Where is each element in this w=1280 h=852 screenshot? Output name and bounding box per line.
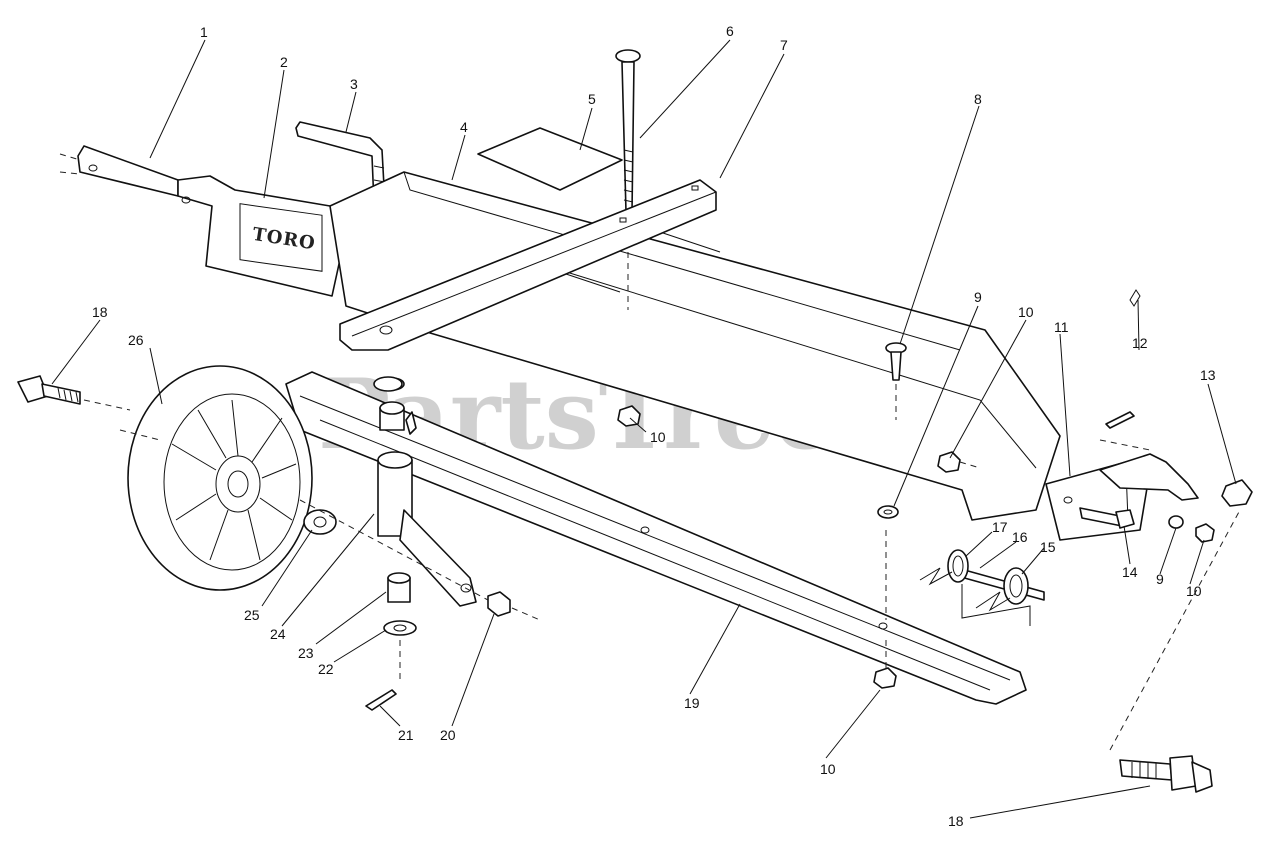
part-right-bracket <box>937 289 1253 543</box>
callout-21: 21 <box>398 727 414 743</box>
callout-13: 13 <box>1200 367 1216 383</box>
callout-10c: 10 <box>1186 583 1202 599</box>
part-axle-springs <box>919 549 1045 626</box>
callout-3: 3 <box>350 76 358 92</box>
callout-4: 4 <box>460 119 468 135</box>
callout-12: 12 <box>1132 335 1148 351</box>
part-spindle <box>377 377 477 607</box>
callout-15: 15 <box>1040 539 1056 555</box>
callout-5: 5 <box>588 91 596 107</box>
callout-20: 20 <box>440 727 456 743</box>
callout-18b: 18 <box>948 813 964 829</box>
callout-23: 23 <box>298 645 314 661</box>
part-wheel <box>119 365 313 591</box>
callout-24: 24 <box>270 626 286 642</box>
callout-25: 25 <box>244 607 260 623</box>
callout-19: 19 <box>684 695 700 711</box>
callout-10d: 10 <box>820 761 836 777</box>
part-shoulder-bolt-right <box>1109 509 1241 793</box>
callout-18a: 18 <box>92 304 108 320</box>
callout-17: 17 <box>992 519 1008 535</box>
callout-10a: 10 <box>1018 304 1034 320</box>
callout-16: 16 <box>1012 529 1028 545</box>
callout-10b: 10 <box>650 429 666 445</box>
callout-2: 2 <box>280 54 288 70</box>
part-handle-tube <box>59 145 179 197</box>
part-bushing-stack <box>365 572 417 711</box>
callout-8: 8 <box>974 91 982 107</box>
callout-6: 6 <box>726 23 734 39</box>
leader-lines <box>51 39 1237 819</box>
callouts: 1 2 3 4 5 6 7 8 9 10 11 12 13 18 26 10 1… <box>92 23 1216 829</box>
part-cross-bar <box>339 179 717 351</box>
part-decal <box>477 127 623 191</box>
callout-1: 1 <box>200 24 208 40</box>
callout-9a: 9 <box>974 289 982 305</box>
callout-22: 22 <box>318 661 334 677</box>
callout-14: 14 <box>1122 564 1138 580</box>
part-center-hardware <box>373 376 899 689</box>
part-shoulder-bolt-left <box>17 375 131 411</box>
callout-7: 7 <box>780 37 788 53</box>
callout-11: 11 <box>1054 319 1069 335</box>
callout-26: 26 <box>128 332 144 348</box>
part-frame-plate: TORO <box>177 175 347 297</box>
part-carriage-bolt-short <box>885 342 907 420</box>
part-washer-nut <box>299 499 541 621</box>
callout-9b: 9 <box>1156 571 1164 587</box>
